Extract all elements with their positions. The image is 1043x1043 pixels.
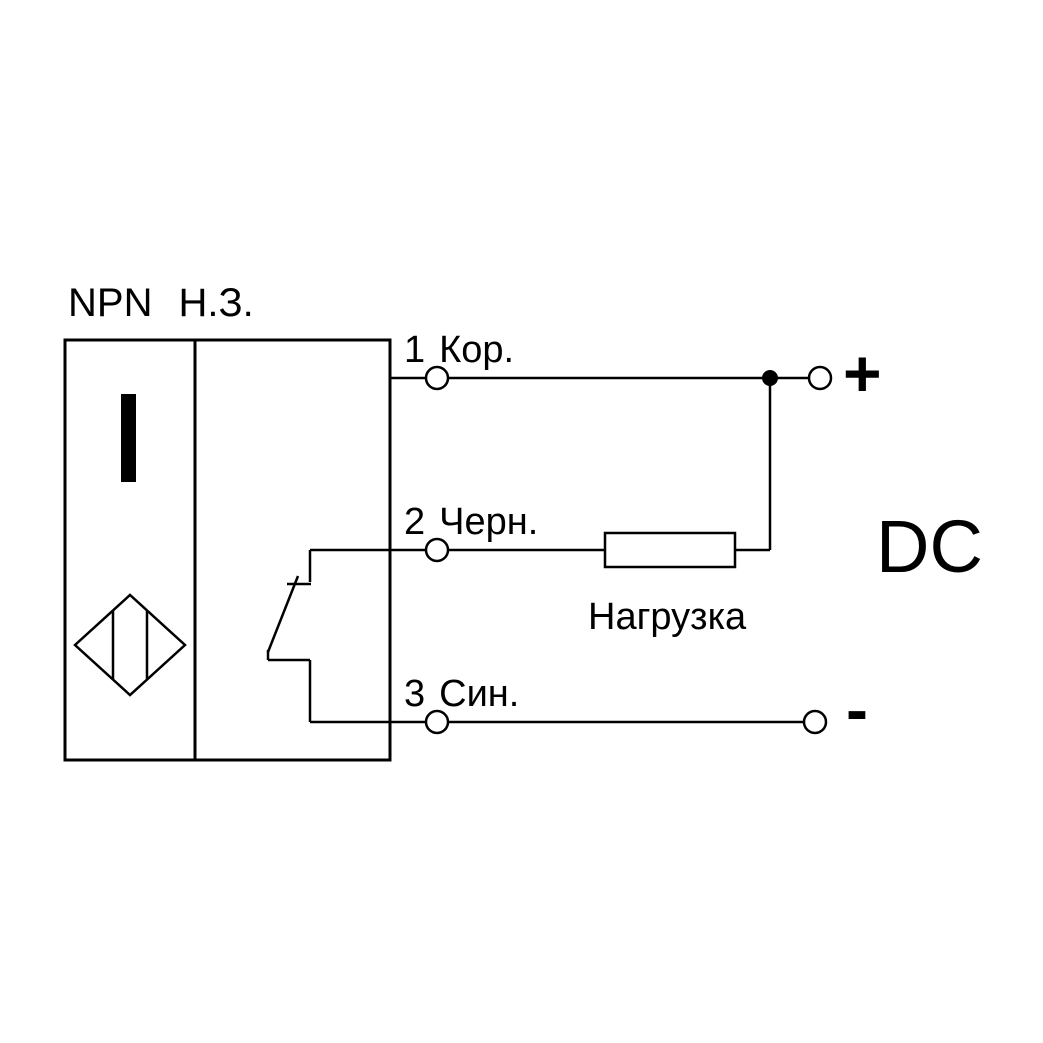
- minus-terminal-circle: [802, 709, 828, 735]
- plus-terminal-label: +: [843, 336, 882, 410]
- pin3-label: 3 Син.: [404, 675, 519, 713]
- pin1-connector-circle: [424, 365, 450, 391]
- nc-contact-symbol-icon: [266, 550, 312, 722]
- contact-type-label: Н.З.: [178, 281, 254, 325]
- pin1-wire-color: Кор.: [439, 329, 515, 371]
- pin3-wire-color: Син.: [439, 673, 520, 715]
- sensor-type-label: NPN: [68, 281, 153, 325]
- diagram-title: NPN Н.З.: [68, 283, 254, 323]
- pin3-number: 3: [404, 673, 426, 715]
- plus-terminal-circle: [807, 365, 833, 391]
- pin1-label: 1 Кор.: [404, 331, 514, 369]
- pin3-connector-circle: [424, 709, 450, 735]
- pin2-label: 2 Черн.: [404, 503, 538, 541]
- wire-pin2: [310, 378, 772, 552]
- output-indicator-bar-icon: [121, 394, 136, 482]
- load-label: Нагрузка: [588, 596, 747, 638]
- pin2-connector-circle: [424, 537, 450, 563]
- sensor-element-diamond-icon: [73, 593, 187, 697]
- dc-supply-label: DC: [876, 505, 983, 588]
- pin2-number: 2: [404, 501, 426, 543]
- minus-terminal-label: -: [846, 672, 868, 746]
- pin1-number: 1: [404, 329, 426, 371]
- diagram-lines: [63, 338, 833, 762]
- pin2-wire-color: Черн.: [439, 501, 539, 543]
- load-resistor: [603, 531, 737, 569]
